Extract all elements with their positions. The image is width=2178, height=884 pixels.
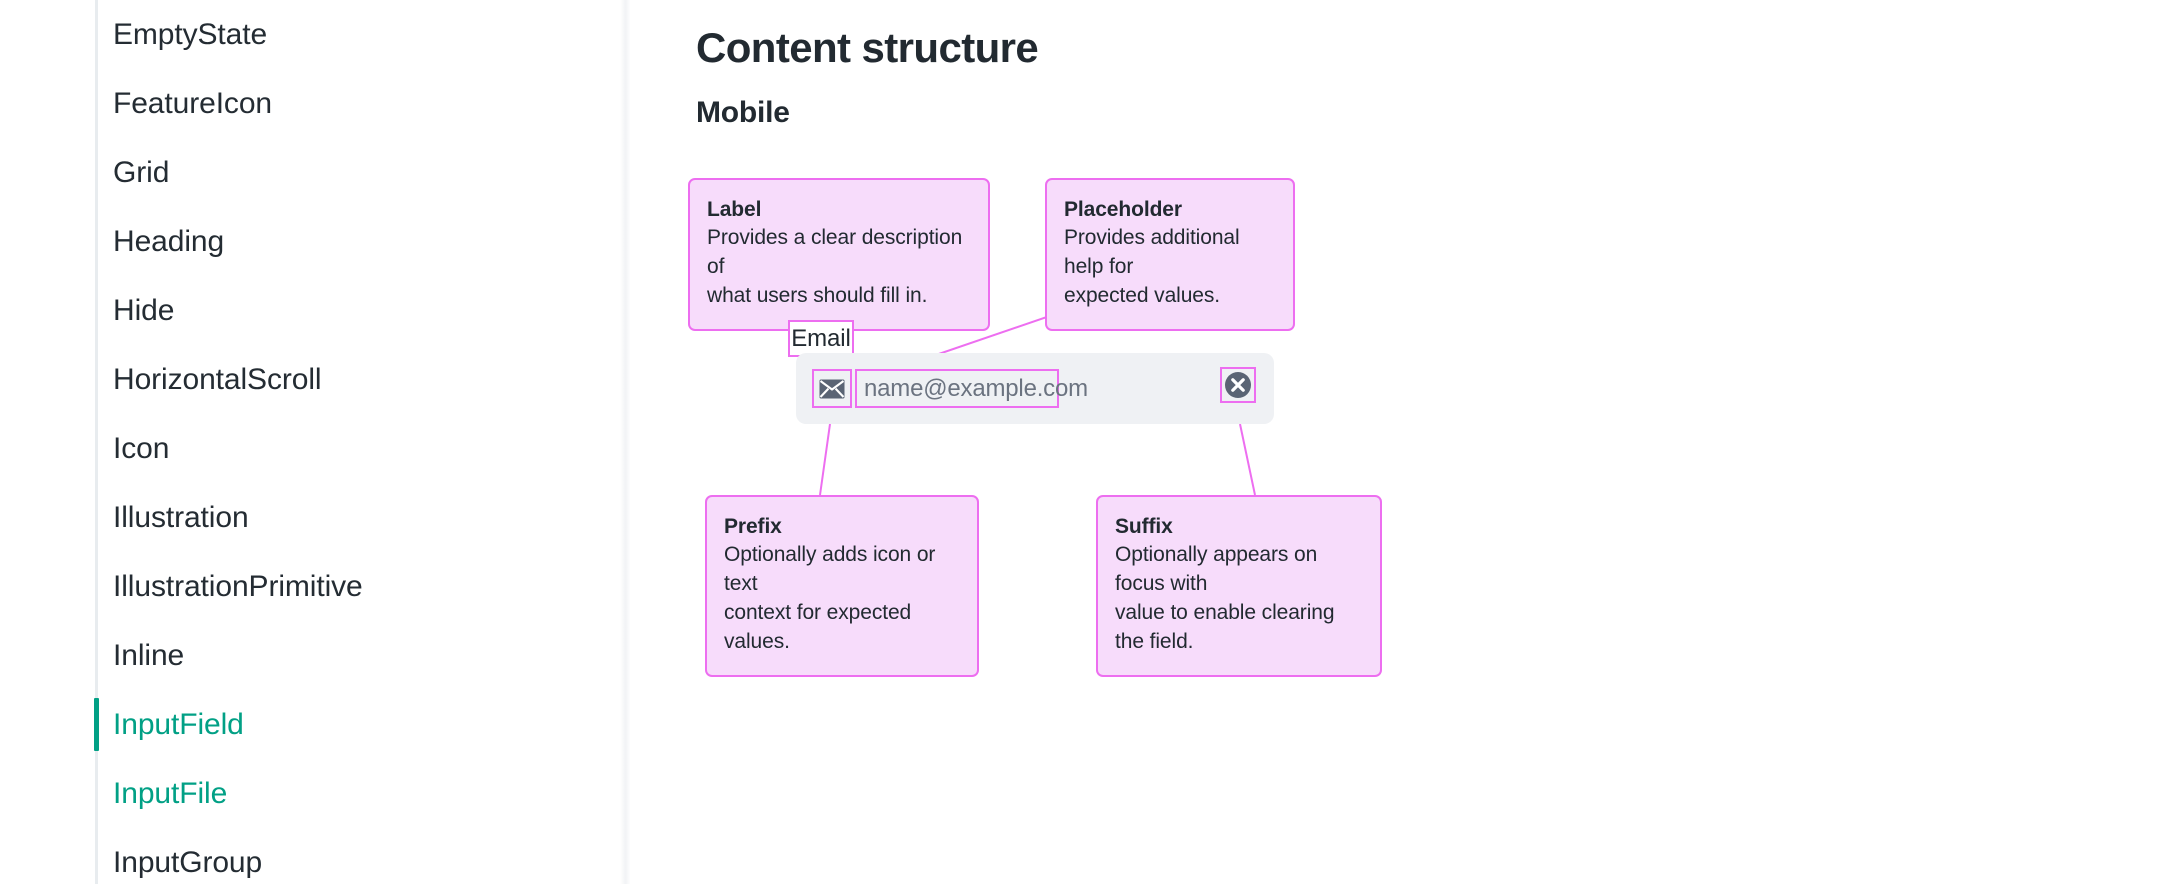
input-prefix-callout [812,369,852,408]
annotation-description: Optionally adds icon or text context for… [724,543,936,654]
sidebar-item-label: HorizontalScroll [113,362,322,396]
sidebar-nav-list: EmptyState FeatureIcon Grid Heading Hide… [0,0,620,884]
annotation-card-prefix: Prefix Optionally adds icon or text cont… [705,495,979,678]
sidebar-right-edge-shadow [620,0,630,884]
sidebar-item-illustration[interactable]: Illustration [0,483,620,552]
annotation-description: Optionally appears on focus with value t… [1115,543,1335,654]
sidebar-item-label: Grid [113,155,170,189]
annotation-title: Placeholder [1064,198,1182,221]
input-placeholder-text: name@example.com [864,374,1088,402]
sidebar-item-inputfile[interactable]: InputFile [0,759,620,828]
annotation-card-label: Label Provides a clear description of wh… [688,178,990,332]
annotation-card-suffix: Suffix Optionally appears on focus with … [1096,495,1382,678]
input-placeholder-callout: name@example.com [855,369,1088,408]
sidebar-item-hide[interactable]: Hide [0,276,620,345]
sidebar-item-featureicon[interactable]: FeatureIcon [0,69,620,138]
sidebar-item-label: EmptyState [113,17,268,51]
sidebar-item-heading[interactable]: Heading [0,207,620,276]
main-content: Content structure Mobile Label Provides … [630,0,2178,884]
sidebar-item-label: FeatureIcon [113,86,272,120]
sidebar-item-label: Icon [113,431,170,465]
clear-circle-x-icon[interactable] [1224,371,1252,399]
sidebar-item-illustrationprimitive[interactable]: IllustrationPrimitive [0,552,620,621]
annotation-title: Label [707,198,762,221]
annotation-title: Suffix [1115,515,1173,538]
annotation-title: Prefix [724,515,782,538]
sidebar-item-label: InputField [113,707,244,741]
annotation-card-placeholder: Placeholder Provides additional help for… [1045,178,1295,332]
input-field-label-text: Email [791,324,851,352]
envelope-icon [819,379,845,399]
sidebar-item-inputgroup[interactable]: InputGroup [0,828,620,884]
sidebar-item-inline[interactable]: Inline [0,621,620,690]
sidebar-item-label: Inline [113,638,185,672]
sidebar-item-label: InputFile [113,776,228,810]
active-indicator-bar [94,698,99,751]
input-field-label-callout: Email [788,320,854,357]
annotation-description: Provides a clear description of what use… [707,226,963,308]
connector-prefix-to-prefix-box [819,423,831,496]
sidebar-item-grid[interactable]: Grid [0,138,620,207]
sidebar-item-label: InputGroup [113,845,263,879]
connector-lines [803,271,1256,496]
sidebar-rail-divider [95,0,98,884]
sidebar-item-label: Hide [113,293,175,327]
sidebar-item-label: Illustration [113,500,249,534]
content-structure-diagram: Label Provides a clear description of wh… [630,0,2178,884]
sidebar-item-inputfield[interactable]: InputField [0,690,620,759]
sidebar-item-icon[interactable]: Icon [0,414,620,483]
page-title: Content structure [696,24,1039,71]
input-field-mock[interactable]: name@example.com [796,353,1274,424]
annotation-description: Provides additional help for expected va… [1064,226,1240,308]
connector-suffix-to-suffix-box [1239,423,1256,496]
sidebar-item-label: Heading [113,224,225,258]
sidebar-item-emptystate[interactable]: EmptyState [0,0,620,69]
component-sidebar-nav: EmptyState FeatureIcon Grid Heading Hide… [0,0,630,884]
sidebar-item-horizontalscroll[interactable]: HorizontalScroll [0,345,620,414]
input-suffix-callout [1220,367,1256,403]
section-title-mobile: Mobile [696,96,790,129]
sidebar-item-label: IllustrationPrimitive [113,569,363,603]
